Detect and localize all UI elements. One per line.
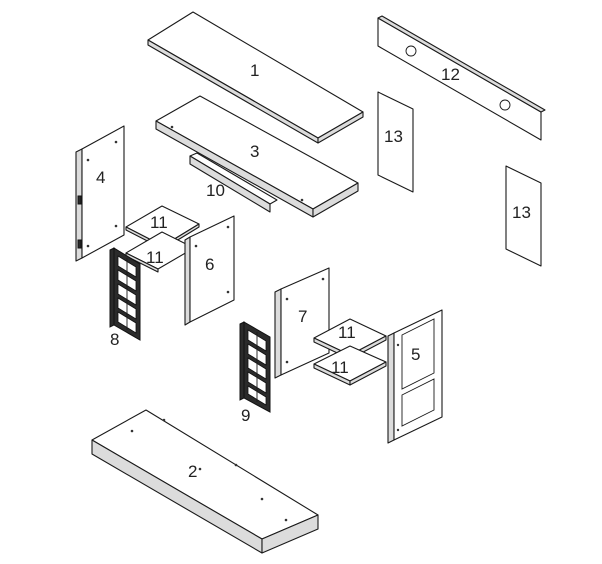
label-part-7: 7 [298, 307, 307, 326]
part-1-top-board [147, 11, 364, 144]
label-part-13: 13 [512, 203, 531, 222]
part-13-back-panel-upper [377, 91, 414, 193]
part-6-inner-side-panel [184, 215, 235, 326]
label-part-1: 1 [250, 61, 259, 80]
label-part-11: 11 [338, 323, 356, 342]
part-4-left-side-panel [75, 125, 125, 262]
part-12-back-rail [377, 15, 546, 141]
label-part-6: 6 [205, 255, 214, 274]
label-part-3: 3 [250, 142, 259, 161]
label-part-2: 2 [188, 462, 197, 481]
part-8-glass-door [109, 247, 141, 341]
part-11-shelf-lower-left [125, 231, 195, 273]
label-part-11: 11 [331, 358, 349, 377]
label-part-11: 11 [146, 248, 164, 267]
part-11-shelf-lower-right [313, 345, 387, 386]
part-10-support-rail [189, 152, 278, 213]
part-5-solid-door [387, 309, 443, 444]
label-part-8: 8 [110, 330, 119, 349]
part-7-inner-side-panel [274, 267, 330, 379]
label-part-12: 12 [441, 65, 460, 84]
label-part-11: 11 [150, 213, 168, 232]
label-part-9: 9 [241, 406, 250, 425]
label-part-10: 10 [206, 181, 225, 200]
part-2-bottom-board [91, 409, 319, 554]
label-part-13: 13 [384, 127, 403, 146]
part-13-back-panel-lower [505, 165, 542, 267]
label-part-5: 5 [411, 345, 420, 364]
part-3-middle-shelf [155, 95, 359, 218]
part-9-glass-door [239, 321, 271, 413]
label-part-4: 4 [96, 168, 105, 187]
